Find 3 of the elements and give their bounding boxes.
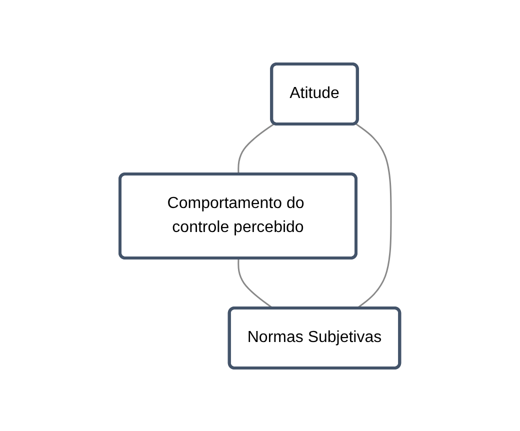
- connector: [238, 258, 274, 309]
- connector: [355, 122, 392, 309]
- connector: [238, 122, 275, 174]
